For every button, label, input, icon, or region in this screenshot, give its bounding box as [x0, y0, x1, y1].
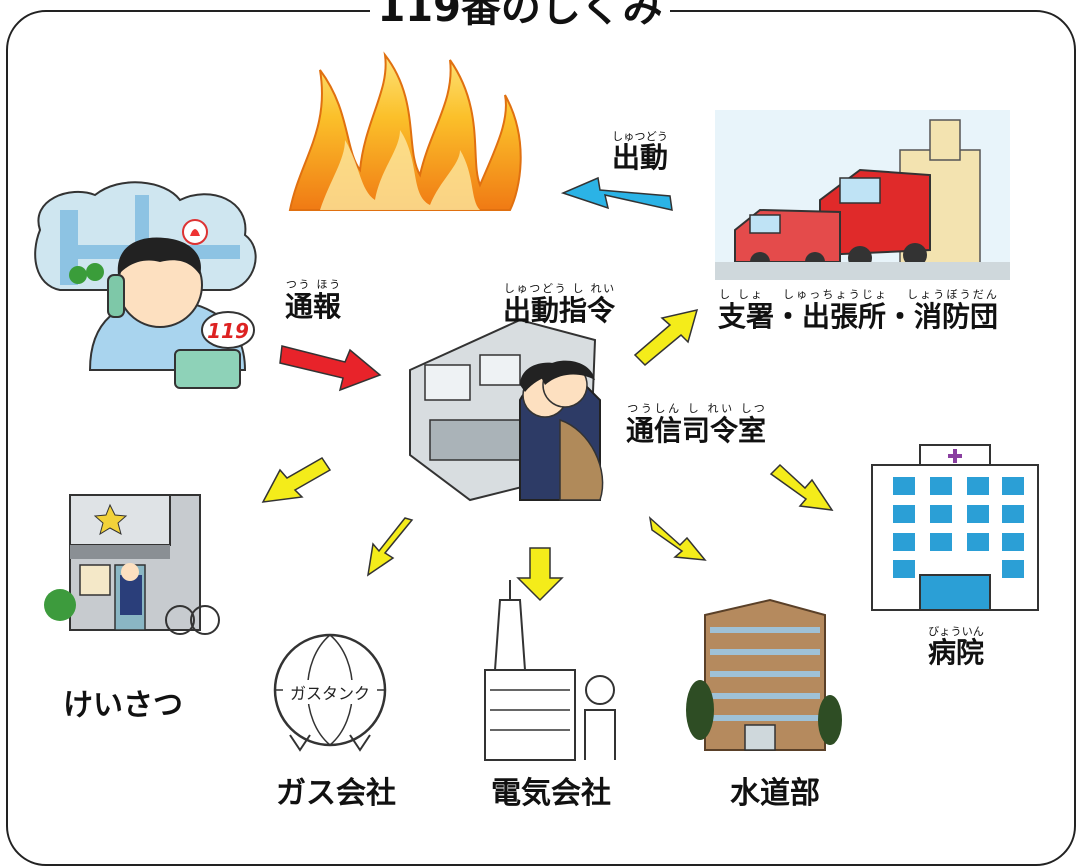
arrow-report — [279, 345, 382, 392]
hospital-illustration — [871, 444, 1039, 611]
caller-illustration: 119 — [34, 181, 257, 389]
label-dispatch: 出動しゅつどう — [612, 130, 669, 174]
fire-illustration — [288, 51, 522, 211]
label-command-room: 通信司令室つうしん し れい しつ — [626, 402, 767, 447]
arrow-to-hospital — [769, 463, 834, 511]
arrow-to-stations — [633, 308, 699, 367]
label-dispatch-order: 出動指令しゅつどう し れい — [503, 282, 616, 327]
arrow-to-water — [648, 516, 707, 561]
police-box-illustration — [44, 494, 220, 635]
label-water-department: 水道部 — [730, 776, 820, 811]
label-hospital: 病院びょういん — [928, 625, 985, 669]
label-stations: 支署・出張所・消防団し しょ しゅっちょうじょ しょうぼうだん — [718, 288, 999, 333]
electric-company-illustration — [484, 580, 616, 761]
diagram-title: 119番のしくみ — [370, 0, 670, 30]
command-room-illustration — [409, 318, 604, 502]
arrow-dispatch — [560, 176, 673, 211]
arrow-to-police — [261, 457, 332, 503]
phone-number-text: 119 — [207, 319, 249, 343]
label-electric-company: 電気会社 — [491, 776, 611, 811]
arrow-to-gas — [366, 517, 414, 577]
gas-tank-text: ガスタンク — [290, 684, 370, 703]
fire-truck-illustration — [715, 110, 1010, 280]
label-report: 通報つう ほう — [285, 278, 342, 323]
illustration-layer: 119 — [34, 51, 1039, 761]
label-gas-company: ガス会社 — [276, 776, 396, 811]
gas-tank-illustration: ガスタンク — [273, 633, 387, 752]
arrow-to-electric — [516, 547, 564, 602]
label-police: けいさつ — [63, 688, 183, 723]
water-department-illustration — [686, 598, 842, 751]
